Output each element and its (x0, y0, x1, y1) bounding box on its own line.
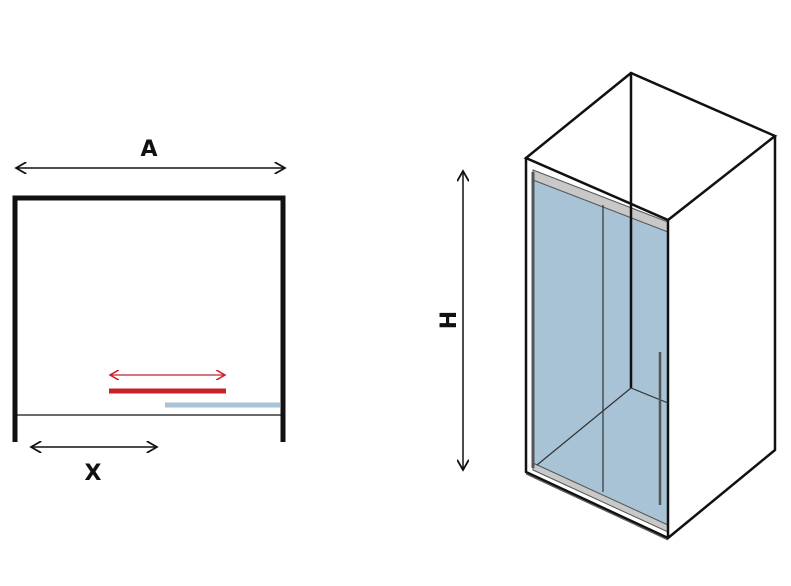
glass-door (533, 172, 668, 527)
base-line (525, 473, 669, 541)
isometric-view (523, 71, 778, 541)
width-label: A (140, 137, 157, 162)
floor-lines (536, 387, 669, 466)
enclosure-outline (523, 71, 778, 540)
plan-view: A X (12, 137, 286, 486)
enclosure-walls (12, 195, 286, 442)
height-label: H (437, 311, 462, 329)
opening-label: X (85, 461, 102, 486)
